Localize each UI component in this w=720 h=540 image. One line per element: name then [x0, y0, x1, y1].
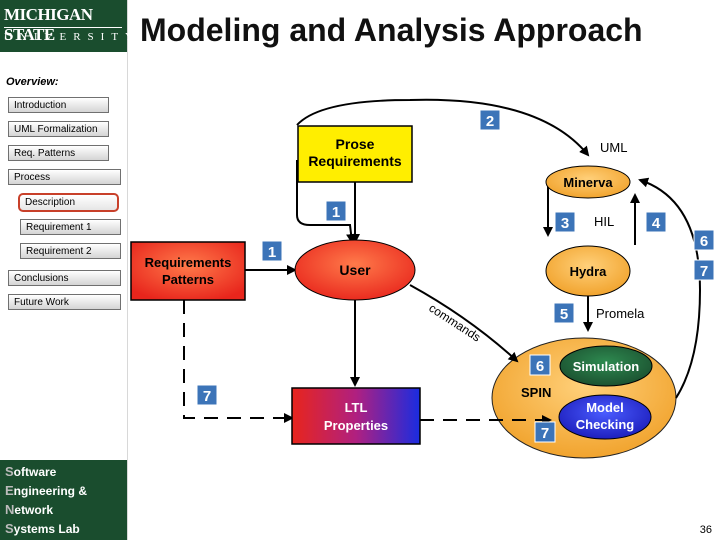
arrow-commands	[409, 284, 519, 363]
badge-1-top: 1	[325, 200, 347, 222]
nav-requirement-2[interactable]: Requirement 2	[20, 243, 121, 259]
requirements-patterns-box	[130, 241, 246, 301]
svg-text:4: 4	[652, 215, 661, 232]
hydra-ellipse	[545, 245, 631, 297]
badge-5: 5	[553, 302, 575, 324]
minerva-ellipse	[545, 165, 631, 199]
minerva-label: Minerva	[563, 175, 613, 190]
sens-lab-panel: Software Engineering & Network Systems L…	[0, 460, 127, 540]
svg-text:7: 7	[700, 263, 708, 280]
simulation-ellipse	[559, 345, 653, 387]
badge-1-left: 1	[261, 240, 283, 262]
svg-text:6: 6	[536, 358, 544, 375]
lab-row-4: Systems Lab	[5, 521, 80, 536]
logo-rule	[4, 27, 122, 28]
badge-7-right: 7	[693, 259, 715, 281]
user-label: User	[339, 262, 371, 278]
svg-text:2: 2	[486, 113, 494, 130]
ltl-properties-box	[291, 387, 421, 445]
svg-text:1: 1	[332, 204, 340, 221]
nav-conclusions[interactable]: Conclusions	[8, 270, 121, 286]
sidebar: MICHIGAN STATE UNIVERSITY Overview: Intr…	[0, 0, 133, 540]
badge-6-right: 6	[693, 229, 715, 251]
svg-text:3: 3	[561, 215, 569, 232]
spin-label: SPIN	[521, 385, 551, 400]
svg-text:7: 7	[541, 425, 549, 442]
badge-6-spin: 6	[529, 354, 551, 376]
arrow-feedback-to-minerva	[638, 177, 702, 399]
model-checking-ellipse	[558, 394, 652, 440]
promela-label: Promela	[596, 306, 645, 321]
nav-description[interactable]: Description	[18, 193, 119, 212]
arrow-prose-left-to-user	[296, 160, 357, 244]
commands-label: commands	[426, 301, 483, 345]
nav-introduction[interactable]: Introduction	[8, 97, 109, 113]
user-ellipse	[294, 239, 416, 301]
svg-text:7: 7	[203, 388, 211, 405]
svg-text:5: 5	[560, 306, 568, 323]
arrow-patterns-to-ltl	[183, 300, 294, 423]
badge-4: 4	[645, 211, 667, 233]
hydra-label: Hydra	[570, 264, 608, 279]
badge-7-spin: 7	[534, 421, 556, 443]
hil-label: HIL	[594, 214, 614, 229]
logo-line-2: UNIVERSITY	[4, 31, 140, 43]
prose-requirements-box	[297, 125, 413, 183]
lab-row-2: Engineering &	[5, 483, 88, 498]
logo-line-1: MICHIGAN STATE	[4, 5, 93, 44]
msu-logo: MICHIGAN STATE UNIVERSITY	[0, 0, 133, 52]
page-title: Modeling and Analysis Approach	[140, 12, 643, 48]
lab-row-1: Software	[5, 464, 57, 479]
nav-uml-formalization[interactable]: UML Formalization	[8, 121, 109, 137]
uml-label: UML	[600, 140, 627, 155]
svg-text:6: 6	[700, 233, 708, 250]
svg-text:1: 1	[268, 244, 276, 261]
badge-2: 2	[479, 109, 501, 131]
arrow-uml-curve	[296, 98, 590, 157]
overview-label: Overview:	[6, 76, 59, 88]
page-number: 36	[699, 524, 712, 536]
nav-requirement-1[interactable]: Requirement 1	[20, 219, 121, 235]
badge-7-left: 7	[196, 384, 218, 406]
simulation-label: Simulation	[573, 359, 640, 374]
nav-process[interactable]: Process	[8, 169, 121, 185]
lab-row-3: Network	[5, 502, 54, 517]
nav-future-work[interactable]: Future Work	[8, 294, 121, 310]
nav-req-patterns[interactable]: Req. Patterns	[8, 145, 109, 161]
badge-3: 3	[554, 211, 576, 233]
